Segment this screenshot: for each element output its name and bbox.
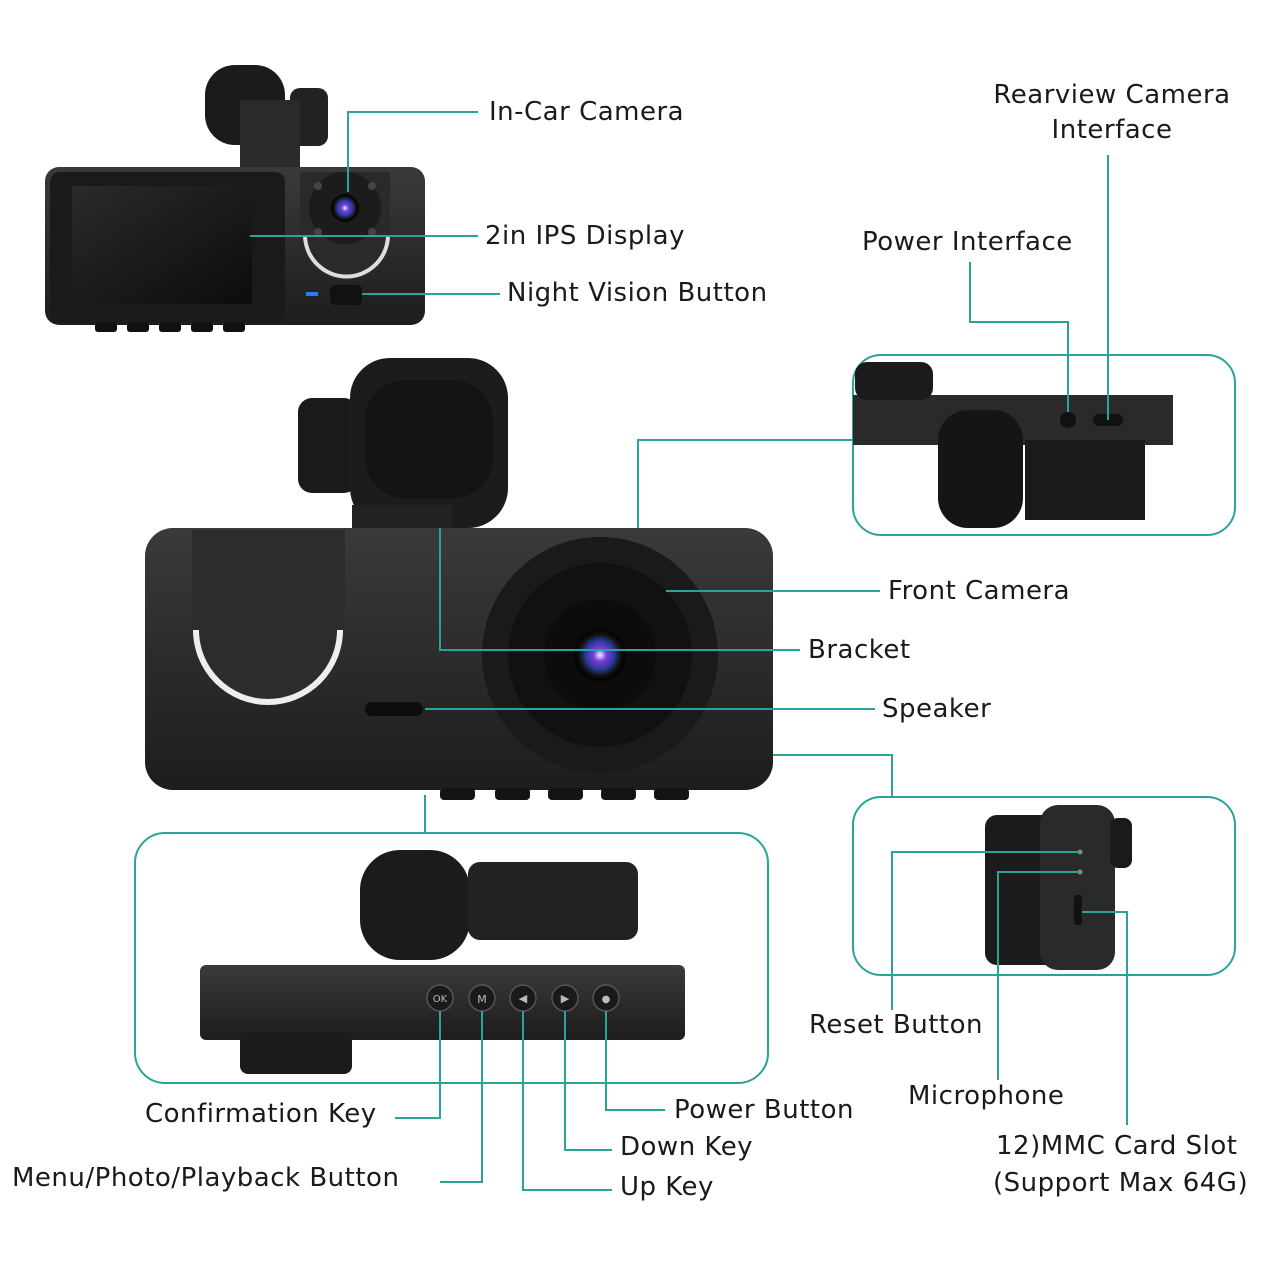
up-key-glyph: ◀ — [519, 992, 528, 1005]
label-power-interface: Power Interface — [862, 227, 1073, 257]
label-front-camera: Front Camera — [888, 576, 1071, 606]
in-car-lens — [331, 194, 359, 222]
menu-key-glyph: M — [477, 993, 487, 1006]
power-interface-port — [1060, 412, 1076, 428]
ok-key-glyph: OK — [433, 994, 448, 1005]
power-key-glyph: ● — [602, 994, 611, 1005]
buttons-inset: OK M ◀ ▶ ● — [134, 832, 769, 1084]
rear-view-device — [45, 65, 425, 332]
label-up-key: Up Key — [620, 1172, 714, 1202]
label-card-slot-line1: 12)MMC Card Slot — [996, 1131, 1238, 1161]
label-power-button: Power Button — [674, 1095, 854, 1125]
main-device — [145, 358, 773, 800]
down-key-glyph: ▶ — [561, 992, 570, 1005]
label-ips-display: 2in IPS Display — [485, 221, 685, 251]
label-confirmation-key: Confirmation Key — [145, 1099, 377, 1129]
label-night-vision-button: Night Vision Button — [507, 278, 768, 308]
label-in-car-camera: In-Car Camera — [489, 97, 685, 127]
label-rearview-interface-line1: Rearview Camera — [993, 80, 1231, 110]
speaker-grille — [365, 702, 423, 716]
label-reset-button: Reset Button — [809, 1010, 983, 1040]
side-inset — [852, 796, 1236, 976]
label-card-slot-line2: (Support Max 64G) — [993, 1168, 1249, 1198]
label-rearview-interface-line2: Interface — [1051, 115, 1173, 145]
label-bracket: Bracket — [808, 635, 911, 665]
label-speaker: Speaker — [882, 694, 992, 724]
ips-display-screen — [72, 186, 252, 304]
label-microphone: Microphone — [908, 1081, 1065, 1111]
front-camera-lens — [574, 629, 626, 681]
card-slot — [1074, 895, 1082, 925]
leader-lines — [250, 111, 1128, 1191]
label-menu-button: Menu/Photo/Playback Button — [12, 1163, 400, 1193]
night-vision-button — [330, 285, 362, 305]
ports-inset — [852, 354, 1236, 536]
label-down-key: Down Key — [620, 1132, 754, 1162]
